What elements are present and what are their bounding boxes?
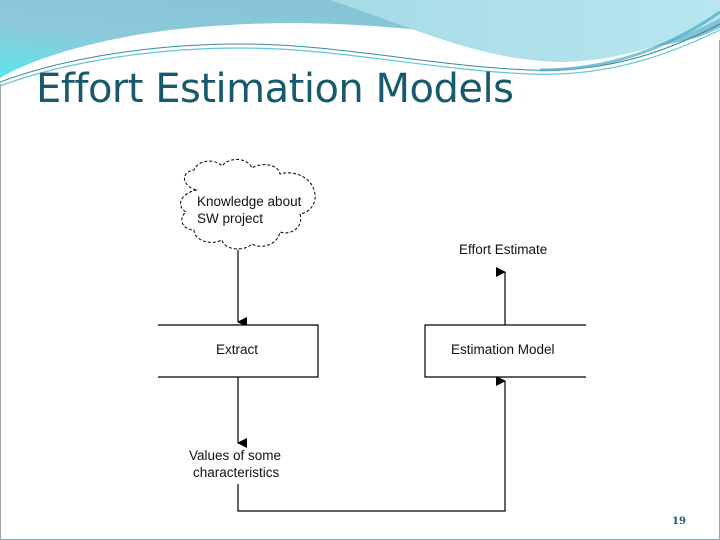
extract-box-label: Extract bbox=[216, 342, 259, 357]
cloud-label-line1: Knowledge about bbox=[197, 194, 302, 209]
estimation-model-label: Estimation Model bbox=[451, 342, 555, 357]
knowledge-cloud-shape bbox=[180, 159, 316, 250]
extract-box-shape bbox=[158, 324, 319, 378]
cloud-label-line2: SW project bbox=[197, 211, 264, 226]
values-label-line1: Values of some bbox=[189, 448, 282, 463]
effort-estimate-label: Effort Estimate bbox=[459, 242, 548, 257]
header-wave-decoration bbox=[0, 0, 720, 87]
slide-title: Effort Estimation Models bbox=[36, 66, 514, 112]
page-number: 19 bbox=[672, 516, 686, 527]
values-label-line2: characteristics bbox=[193, 465, 280, 480]
estimation-model-box-shape bbox=[424, 324, 586, 378]
